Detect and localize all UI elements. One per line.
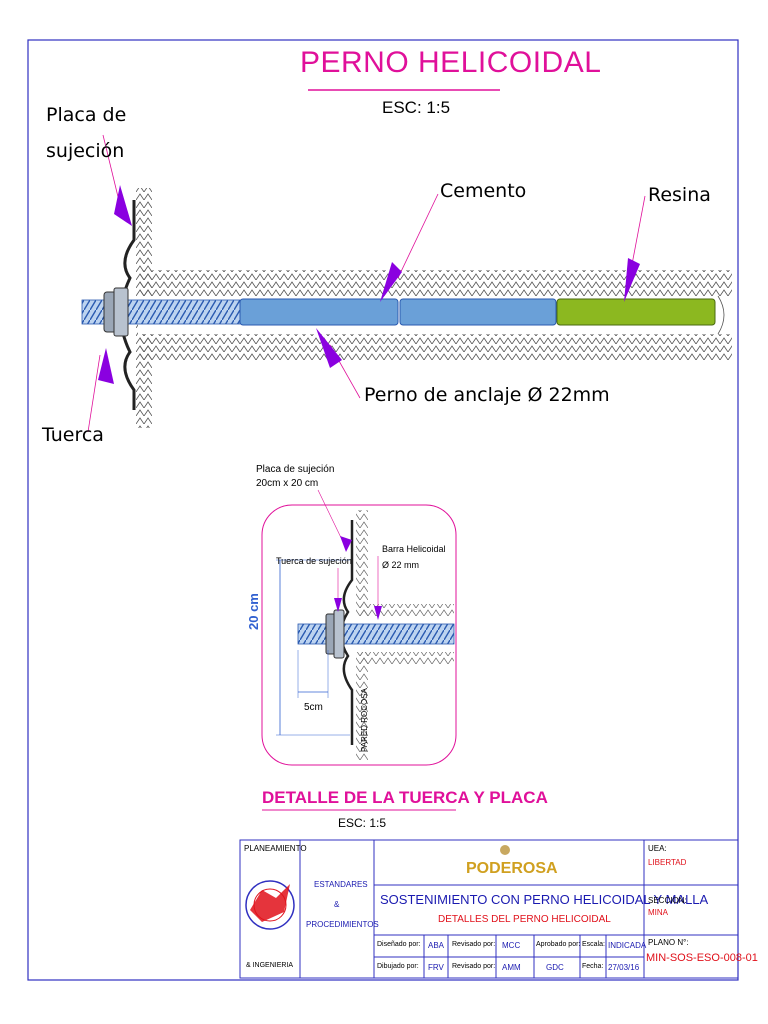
label-placa-2: sujeción bbox=[46, 140, 125, 162]
tb-escala-value: INDICADA bbox=[608, 941, 647, 950]
label-placa-1: Placa de bbox=[46, 104, 127, 126]
rock-upper bbox=[140, 270, 732, 296]
tb-plano-value: MIN-SOS-ESO-008-01 bbox=[646, 952, 758, 964]
tb-aprobado-label: Aprobado por: bbox=[536, 941, 581, 948]
tb-estandares-3: PROCEDIMIENTOS bbox=[306, 920, 379, 929]
label-resina: Resina bbox=[648, 184, 711, 206]
detail-title: DETALLE DE LA TUERCA Y PLACA bbox=[262, 788, 548, 807]
tb-uea-label: UEA: bbox=[648, 844, 667, 853]
tb-disenado-label: Diseñado por: bbox=[377, 941, 421, 948]
logo-icon bbox=[245, 880, 295, 930]
arrow-placa bbox=[114, 185, 132, 226]
cement-segment-2 bbox=[399, 298, 557, 326]
label-perno: Perno de anclaje Ø 22mm bbox=[364, 384, 610, 406]
tb-seccion-value: MINA bbox=[648, 908, 668, 917]
detail-tuerca: Tuerca de sujeción bbox=[276, 556, 352, 566]
main-arrows bbox=[98, 185, 640, 384]
tb-disenado-value: ABA bbox=[428, 941, 445, 950]
detail-barra-1: Barra Helicoidal bbox=[382, 544, 446, 554]
detail-scale: ESC: 1:5 bbox=[338, 816, 387, 830]
arrow-tuerca bbox=[98, 348, 114, 384]
tb-fecha-value: 27/03/16 bbox=[608, 963, 640, 972]
tb-plano-label: PLANO N°: bbox=[648, 938, 689, 947]
tb-estandares-2: & bbox=[334, 900, 340, 909]
page-title: PERNO HELICOIDAL bbox=[300, 46, 602, 79]
arrow-cemento bbox=[380, 262, 402, 302]
company-logo-dot bbox=[500, 845, 510, 855]
tb-aprobado-value: GDC bbox=[546, 963, 564, 972]
tb-company: PODEROSA bbox=[466, 860, 558, 877]
detail-dim-5: 5cm bbox=[304, 702, 323, 713]
rock-lower bbox=[140, 334, 732, 360]
detail-placa-1: Placa de sujeción bbox=[256, 464, 335, 475]
label-cemento: Cemento bbox=[440, 180, 527, 202]
drawing-scale: ESC: 1:5 bbox=[382, 98, 451, 117]
title-block bbox=[239, 839, 739, 979]
tb-revisado1-label: Revisado por: bbox=[452, 941, 496, 948]
detail-placa-2: 20cm x 20 cm bbox=[256, 478, 319, 489]
tb-planeamiento: PLANEAMIENTO bbox=[244, 844, 307, 853]
arrow-resina bbox=[624, 258, 640, 302]
tb-ingenieria: & INGENIERIA bbox=[246, 962, 294, 969]
tb-main-title: SOSTENIMIENTO CON PERNO HELICOIDAL Y MAL… bbox=[380, 892, 709, 907]
tb-revisado1-value: MCC bbox=[502, 941, 521, 950]
tb-sub-title: DETALLES DEL PERNO HELICOIDAL bbox=[438, 914, 611, 925]
tb-seccion-label: SECCION: bbox=[648, 896, 687, 905]
cement-segment-1 bbox=[239, 298, 399, 326]
tb-revisado2-label: Revisado por: bbox=[452, 963, 496, 970]
detail-barra-2: Ø 22 mm bbox=[382, 560, 420, 570]
arrow-perno bbox=[316, 328, 342, 368]
detail-frame bbox=[261, 504, 457, 766]
tb-escala-label: Escala: bbox=[582, 941, 605, 948]
tb-uea-value: LIBERTAD bbox=[648, 858, 687, 867]
detail-drawing bbox=[261, 489, 457, 766]
tb-dibujado-label: Dibujado por: bbox=[377, 963, 419, 970]
detail-pared: PARED ROCOSA bbox=[360, 688, 369, 752]
tb-fecha-label: Fecha: bbox=[582, 963, 604, 970]
sheet-border bbox=[27, 39, 739, 981]
tb-dibujado-value: FRV bbox=[428, 963, 444, 972]
tb-revisado2-value: AMM bbox=[502, 963, 521, 972]
main-bolt-drawing bbox=[81, 188, 732, 428]
tb-estandares-1: ESTANDARES bbox=[314, 880, 368, 889]
resin-segment bbox=[556, 298, 716, 326]
detail-dim-20: 20 cm bbox=[246, 593, 261, 630]
label-tuerca: Tuerca bbox=[42, 424, 104, 446]
